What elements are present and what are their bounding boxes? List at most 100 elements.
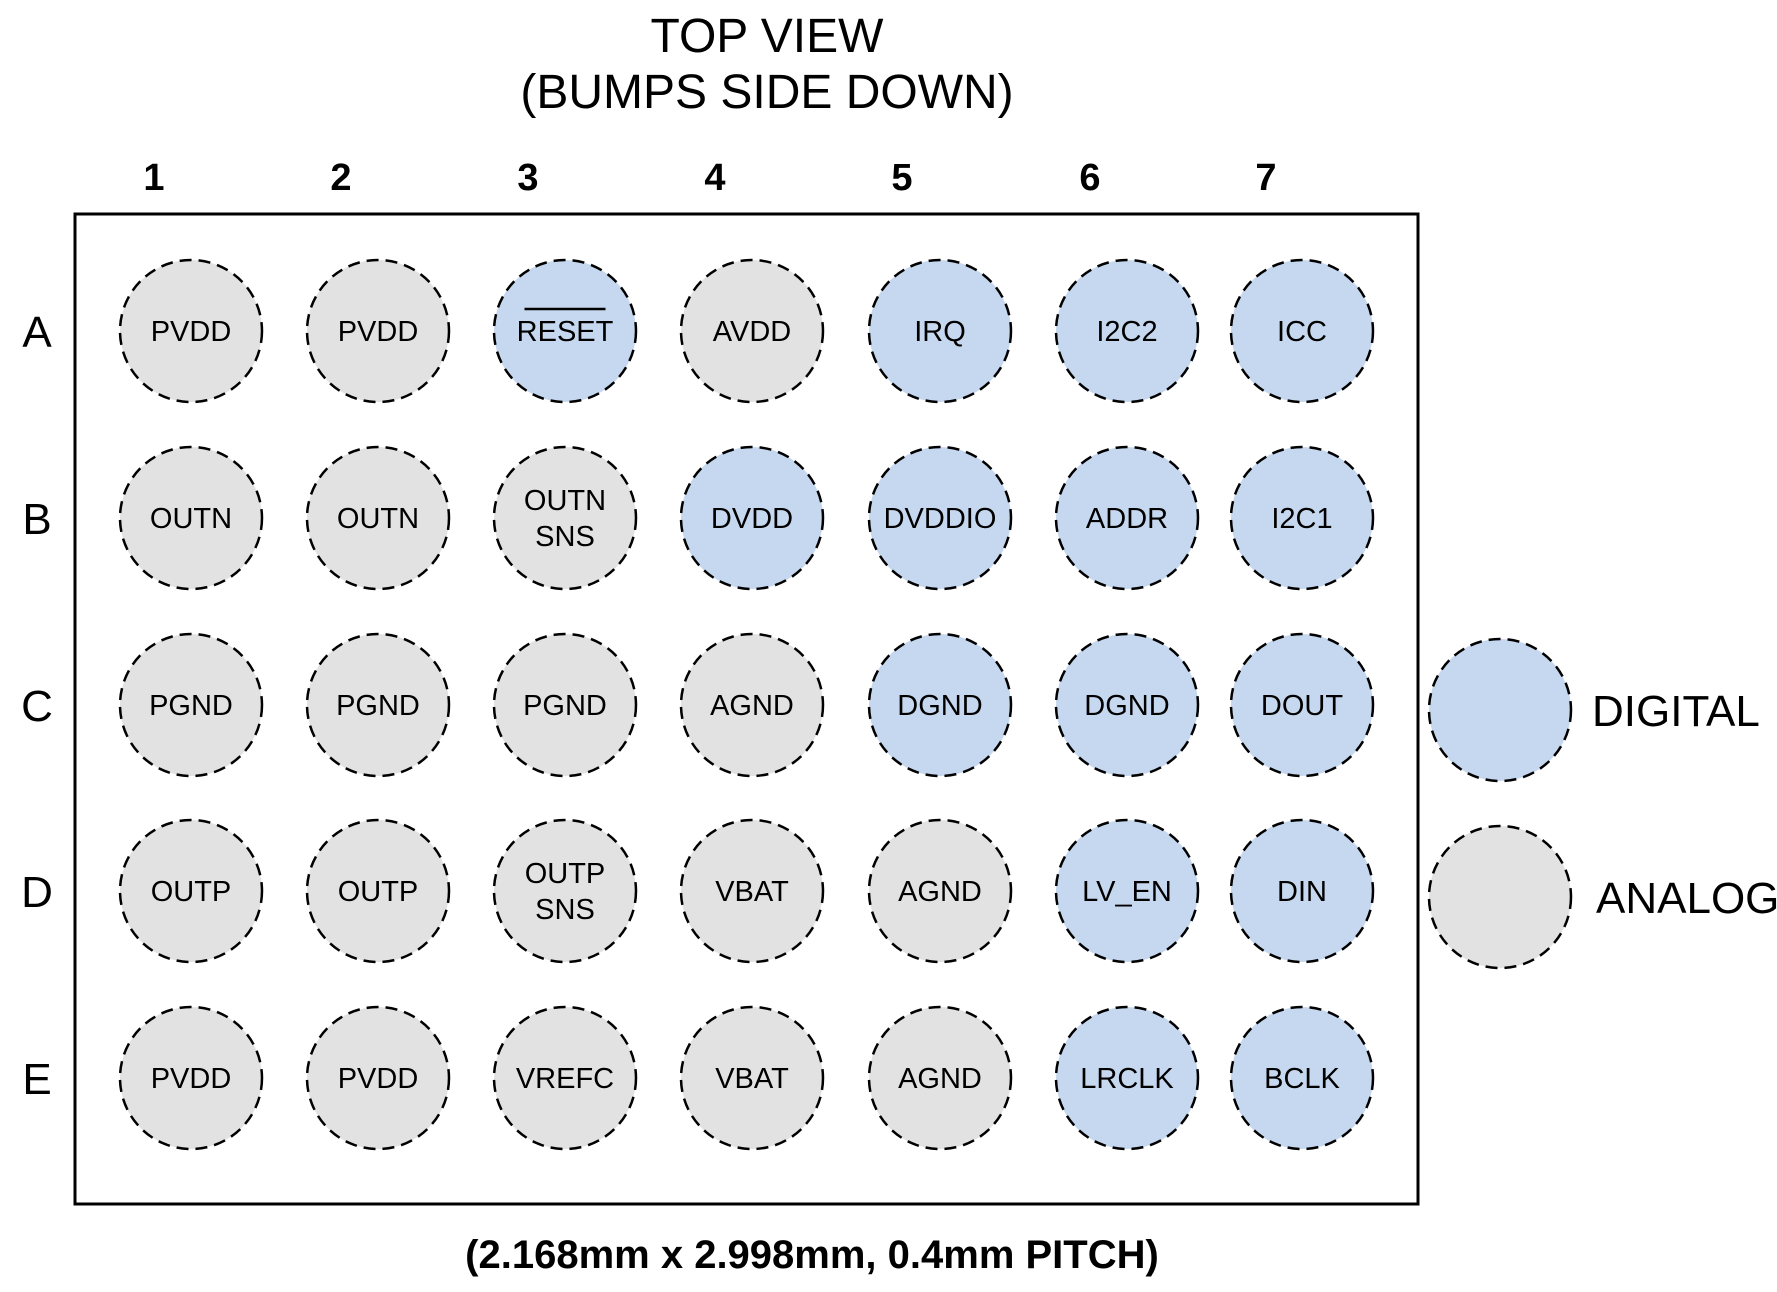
bump-circle bbox=[1054, 445, 1200, 591]
bump-c5: DGND bbox=[867, 632, 1013, 778]
bump-e5: AGND bbox=[867, 1005, 1013, 1151]
bump-circle bbox=[305, 818, 451, 964]
bump-e1: PVDD bbox=[118, 1005, 264, 1151]
column-label-3: 3 bbox=[517, 157, 538, 199]
pin-name: LV_EN bbox=[1082, 876, 1172, 908]
title-line-1: TOP VIEW bbox=[651, 10, 885, 63]
legend-label: DIGITAL bbox=[1592, 687, 1760, 736]
bump-circle bbox=[118, 445, 264, 591]
pin-name: ADDR bbox=[1086, 503, 1168, 535]
bump-circle bbox=[492, 258, 638, 404]
bump-a1: PVDD bbox=[118, 258, 264, 404]
bump-c2: PGND bbox=[305, 632, 451, 778]
pin-name: AGND bbox=[898, 876, 982, 908]
bump-a4: AVDD bbox=[679, 258, 825, 404]
pin-name: DVDD bbox=[711, 503, 793, 535]
bump-circle bbox=[679, 632, 825, 778]
pin-name: RESET bbox=[517, 316, 614, 348]
bump-b7: I2C1 bbox=[1229, 445, 1375, 591]
bump-circle bbox=[492, 445, 638, 591]
column-label-6: 6 bbox=[1079, 157, 1100, 199]
legend: DIGITAL ANALOG bbox=[1427, 637, 1777, 970]
pin-name: PGND bbox=[149, 690, 233, 722]
pin-name: DOUT bbox=[1261, 690, 1343, 722]
bump-circle bbox=[867, 258, 1013, 404]
pin-name: AVDD bbox=[713, 316, 791, 348]
bump-circle bbox=[679, 445, 825, 591]
bump-circle bbox=[492, 632, 638, 778]
column-label-7: 7 bbox=[1255, 157, 1276, 199]
pin-name: I2C2 bbox=[1096, 316, 1157, 348]
pin-name: DVDDIO bbox=[884, 503, 997, 535]
bump-a5: IRQ bbox=[867, 258, 1013, 404]
bump-circle bbox=[118, 1005, 264, 1151]
bump-circle bbox=[1229, 445, 1375, 591]
bump-circle bbox=[1054, 258, 1200, 404]
pin-name: AGND bbox=[898, 1063, 982, 1095]
bump-circle bbox=[867, 445, 1013, 591]
pin-name: BCLK bbox=[1264, 1063, 1340, 1095]
bump-circle bbox=[118, 632, 264, 778]
pin-name: ICC bbox=[1277, 316, 1327, 348]
bump-c4: AGND bbox=[679, 632, 825, 778]
bump-b5: DVDDIO bbox=[867, 445, 1013, 591]
column-labels: 1 2 3 4 5 6 7 bbox=[143, 157, 1276, 199]
bump-circle bbox=[492, 818, 638, 964]
bump-circle bbox=[118, 258, 264, 404]
bump-circle bbox=[118, 818, 264, 964]
bump-c1: PGND bbox=[118, 632, 264, 778]
bump-c7: DOUT bbox=[1229, 632, 1375, 778]
bump-d7: DIN bbox=[1229, 818, 1375, 964]
bump-circle bbox=[305, 632, 451, 778]
bump-circle bbox=[679, 818, 825, 964]
row-label-b: B bbox=[22, 495, 51, 544]
row-label-a: A bbox=[22, 308, 52, 357]
bump-circle bbox=[1229, 258, 1375, 404]
bump-a6: I2C2 bbox=[1054, 258, 1200, 404]
pin-name: AGND bbox=[710, 690, 794, 722]
pin-name: PGND bbox=[336, 690, 420, 722]
bump-d1: OUTP bbox=[118, 818, 264, 964]
title-line-2: (BUMPS SIDE DOWN) bbox=[520, 66, 1013, 119]
column-label-2: 2 bbox=[330, 157, 351, 199]
bump-circle bbox=[492, 1005, 638, 1151]
bump-e3: VREFC bbox=[492, 1005, 638, 1151]
pin-name: DGND bbox=[1084, 690, 1169, 722]
column-label-1: 1 bbox=[143, 157, 164, 199]
column-label-5: 5 bbox=[891, 157, 912, 199]
bump-circle bbox=[305, 258, 451, 404]
pin-name: I2C1 bbox=[1271, 503, 1332, 535]
row-label-c: C bbox=[21, 682, 53, 731]
row-label-d: D bbox=[21, 868, 53, 917]
bump-circle bbox=[867, 818, 1013, 964]
bump-circle bbox=[305, 445, 451, 591]
bump-circle bbox=[867, 1005, 1013, 1151]
bump-circle bbox=[679, 258, 825, 404]
column-label-4: 4 bbox=[704, 157, 725, 199]
legend-item-analog: ANALOG bbox=[1427, 824, 1777, 970]
bump-circle bbox=[1229, 1005, 1375, 1151]
bump-circle bbox=[1054, 818, 1200, 964]
bump-circle bbox=[1054, 1005, 1200, 1151]
pin-name: PVDD bbox=[338, 1063, 419, 1095]
pin-name: VREFC bbox=[516, 1063, 614, 1095]
package-dimensions: (2.168mm x 2.998mm, 0.4mm PITCH) bbox=[465, 1233, 1159, 1277]
bump-circle bbox=[1054, 632, 1200, 778]
legend-swatch bbox=[1427, 824, 1573, 970]
bump-circle bbox=[1229, 818, 1375, 964]
bump-a2: PVDD bbox=[305, 258, 451, 404]
row-label-e: E bbox=[22, 1055, 51, 1104]
pin-name: LRCLK bbox=[1080, 1063, 1174, 1095]
bump-a3: RESET bbox=[492, 258, 638, 404]
bump-e4: VBAT bbox=[679, 1005, 825, 1151]
pin-name: DIN bbox=[1277, 876, 1327, 908]
bump-circle bbox=[1229, 632, 1375, 778]
bump-b6: ADDR bbox=[1054, 445, 1200, 591]
row-labels: A B C D E bbox=[21, 308, 53, 1104]
bump-d2: OUTP bbox=[305, 818, 451, 964]
legend-label: ANALOG bbox=[1596, 874, 1777, 923]
pin-name: PVDD bbox=[338, 316, 419, 348]
bump-circle bbox=[305, 1005, 451, 1151]
